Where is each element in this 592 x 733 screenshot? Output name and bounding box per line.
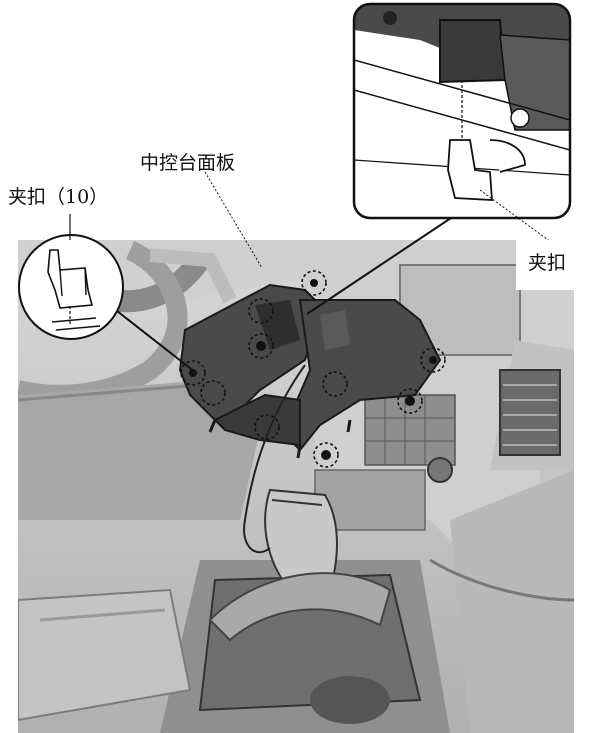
clip-detail-circle <box>18 214 196 373</box>
panel-label: 中控台面板 <box>140 152 236 174</box>
clip-marker <box>254 414 280 440</box>
clip-detail-inset <box>306 2 572 315</box>
clip-label-box <box>516 240 592 290</box>
clip-markers <box>180 270 446 468</box>
clip-marker <box>301 270 327 296</box>
clip-marker-dots <box>189 279 437 460</box>
clip-marker <box>248 298 274 324</box>
clip-marker <box>397 388 423 414</box>
clip-count-label: 夹扣（10） <box>8 186 109 208</box>
vehicle-interior-photo <box>18 240 574 733</box>
clip-marker <box>420 347 446 373</box>
clip-marker <box>313 442 339 468</box>
clip-marker <box>248 333 274 359</box>
air-vent <box>490 340 574 470</box>
clip-marker <box>200 380 226 406</box>
clip-label: 夹扣 <box>528 252 567 274</box>
clip-marker <box>180 360 206 386</box>
clip-marker <box>322 371 348 397</box>
console-trim-panel <box>178 283 442 459</box>
control-buttons <box>364 394 456 483</box>
panel-leader-line <box>204 171 263 269</box>
gear-shifter <box>208 488 392 642</box>
